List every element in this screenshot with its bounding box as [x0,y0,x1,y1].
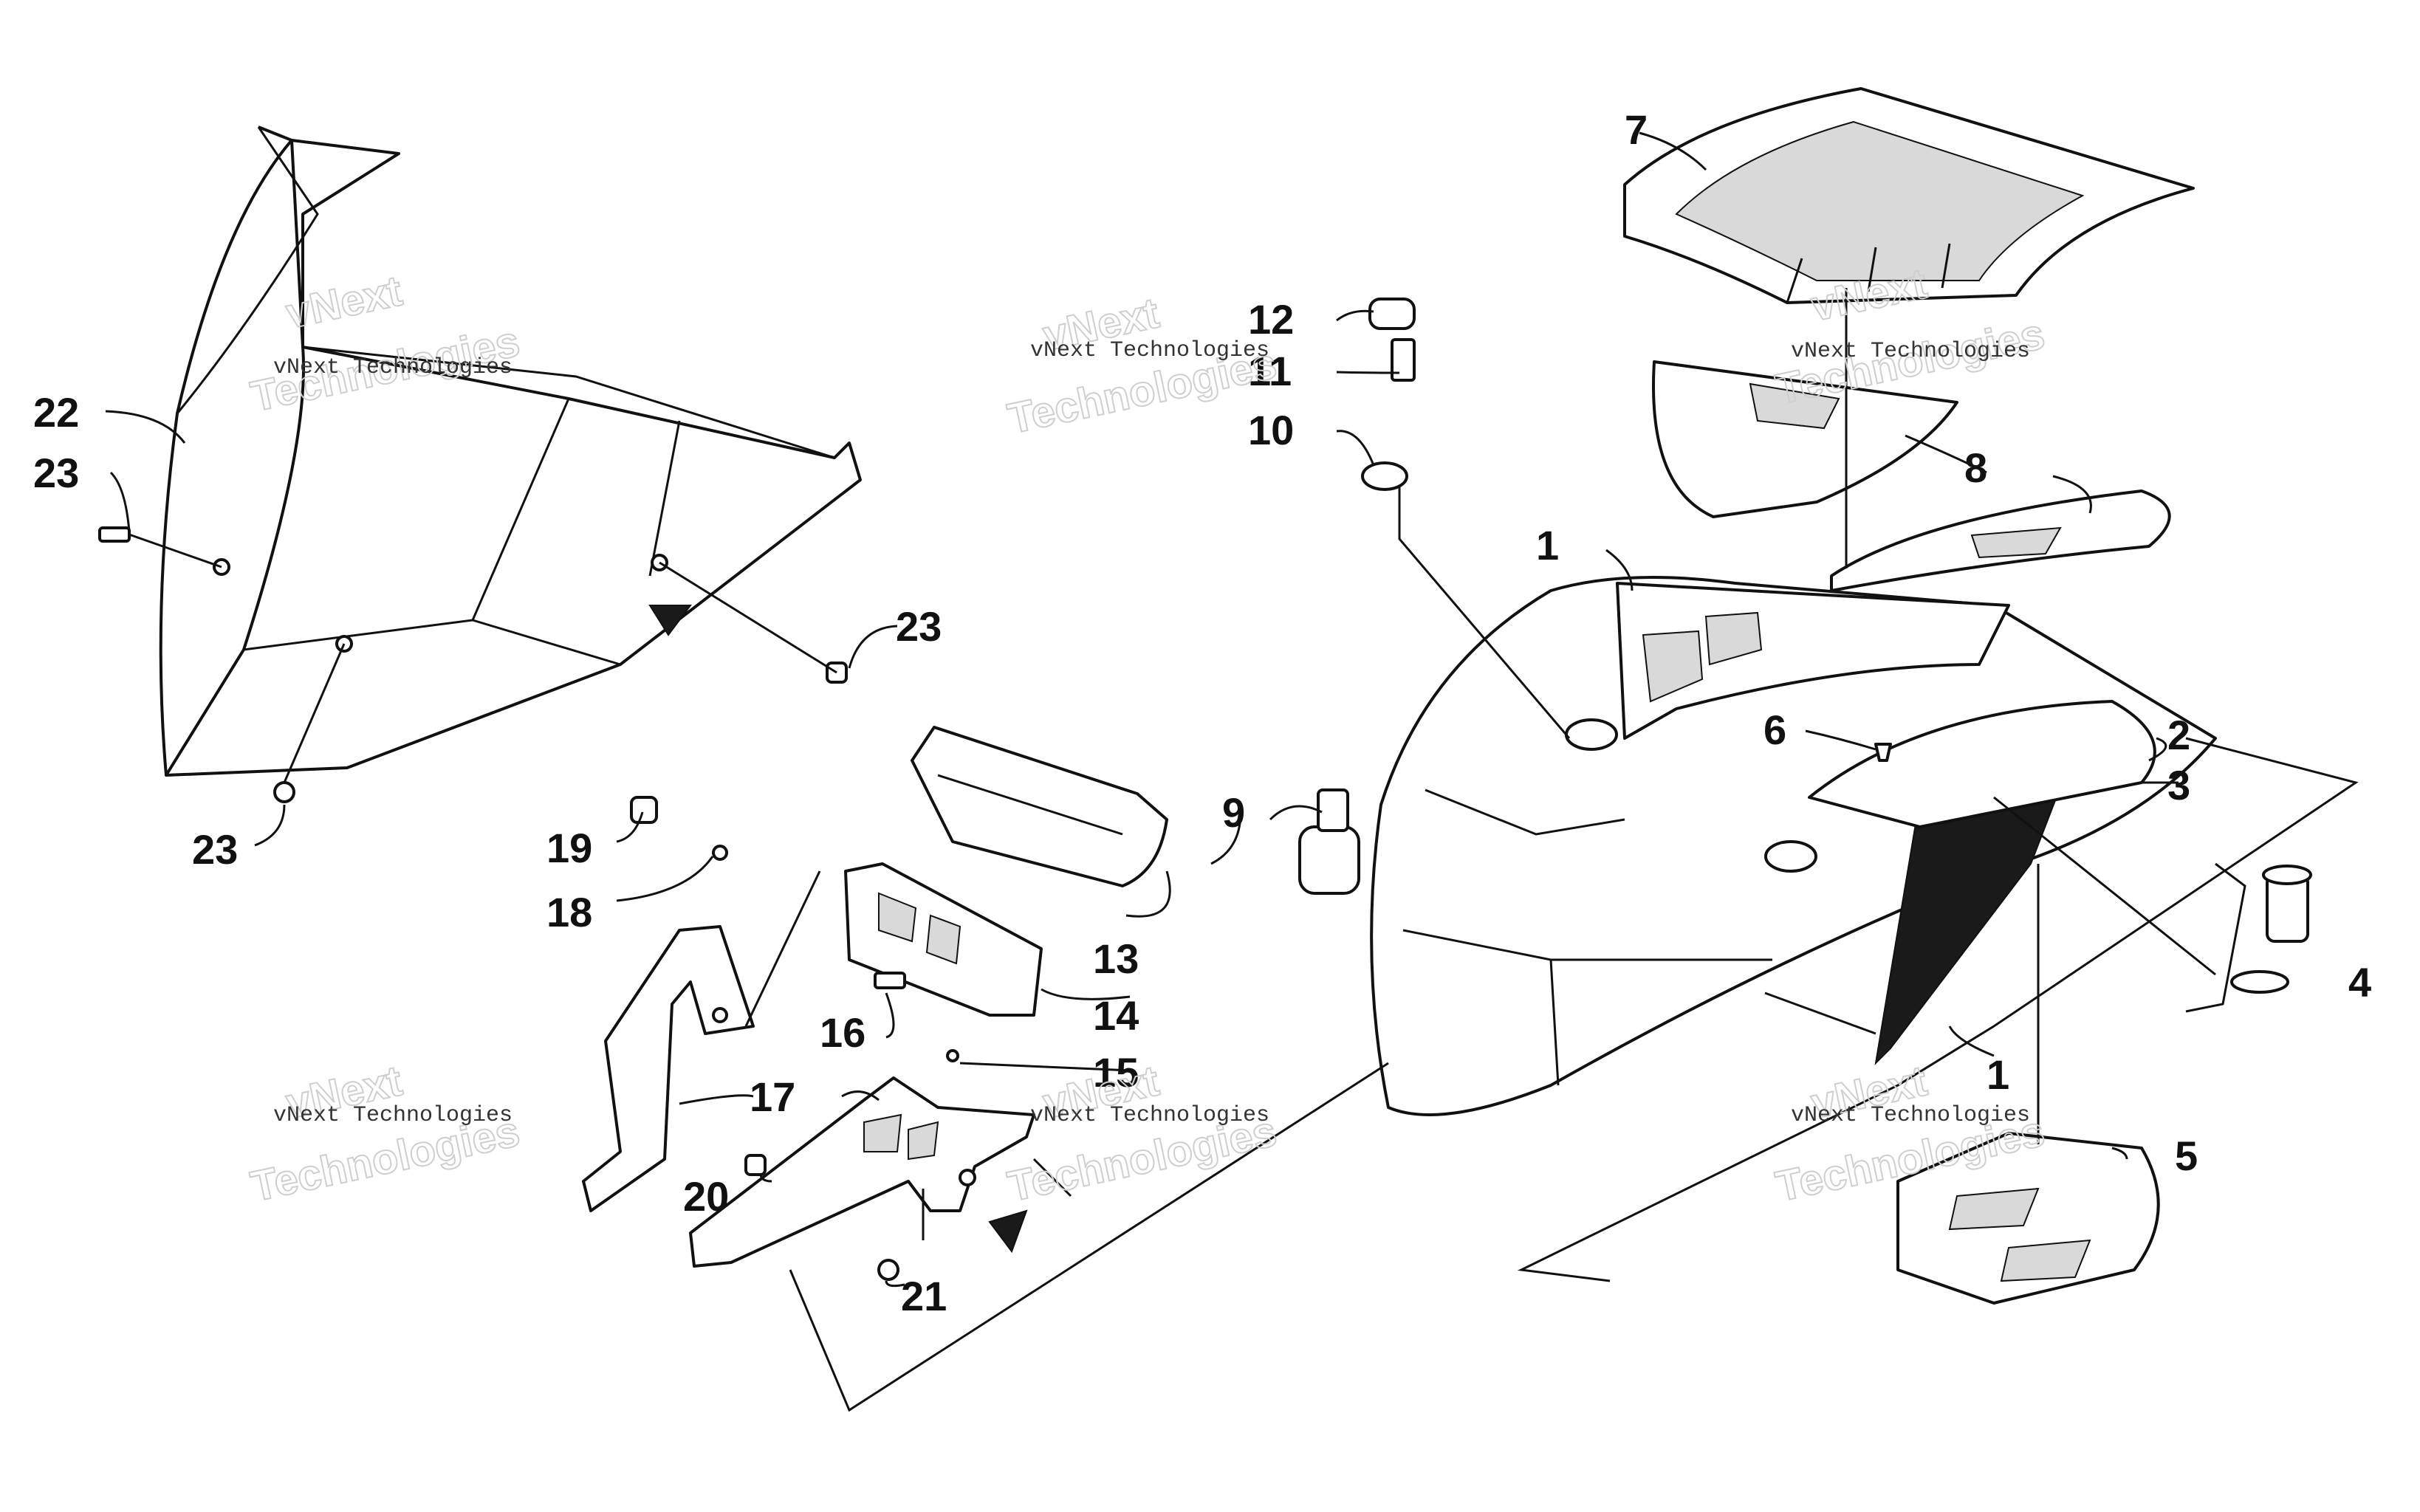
callout-17: 17 [750,1073,795,1120]
callout-23-bottom: 23 [192,826,238,873]
callout-23-right: 23 [896,603,942,650]
windshield-screws [98,526,848,803]
callout-2: 2 [2167,712,2190,758]
watermark-text-4: vNext Technologies [273,1103,513,1128]
watermark-text-1: vNext Technologies [273,355,513,380]
callout-12: 12 [1248,296,1294,343]
watermark-text-5: vNext Technologies [1030,1103,1269,1128]
callout-21: 21 [901,1273,947,1319]
ignition [1361,298,1416,491]
callout-1-top: 1 [1536,522,1559,568]
callout-7: 7 [1625,106,1648,153]
fuel-cap [2230,865,2312,994]
callout-23-left: 23 [33,450,79,496]
callout-5: 5 [2175,1133,2198,1179]
callout-4: 4 [2348,959,2371,1006]
callout-9: 9 [1222,789,1245,836]
leader-lines [105,131,2359,1412]
callout-18: 18 [546,889,592,935]
watermarks: vNext Technologies vNext Technologies vN… [246,258,2049,1212]
callout-8: 8 [1964,444,1987,491]
gauge [911,726,1168,887]
callout-6: 6 [1763,707,1786,753]
switch-9 [1298,788,1360,895]
bracket-14 [844,862,1043,1017]
screws-20-21 [744,1154,899,1281]
callout-20: 20 [683,1173,729,1220]
main-hood [1370,576,2217,1116]
callout-11: 11 [1248,348,1292,394]
callout-14: 14 [1093,992,1139,1039]
callout-19: 19 [546,825,592,871]
fasteners-18-19 [630,796,728,861]
watermark-text-2: vNext Technologies [1030,338,1269,363]
callout-22: 22 [33,389,79,436]
screw-6 [1874,743,1892,762]
side-panels [1652,360,2171,592]
small-hardware [874,972,959,1062]
callout-15: 15 [1093,1049,1139,1096]
callout-10: 10 [1248,407,1294,453]
callout-numbers: 22 23 23 23 7 12 11 10 8 1 6 2 3 9 19 18… [33,106,2371,1319]
floor-mat [1896,1132,2160,1305]
upper-deck [1623,87,2195,304]
watermark-text-3: vNext Technologies [1791,339,2030,364]
callout-13: 13 [1093,935,1139,982]
callout-16: 16 [820,1009,865,1056]
mount-brackets [582,925,1035,1268]
watermark-text-6: vNext Technologies [1791,1103,2030,1128]
windshield [159,126,862,777]
callout-3: 3 [2167,762,2190,808]
callout-1-bottom: 1 [1987,1051,2009,1098]
